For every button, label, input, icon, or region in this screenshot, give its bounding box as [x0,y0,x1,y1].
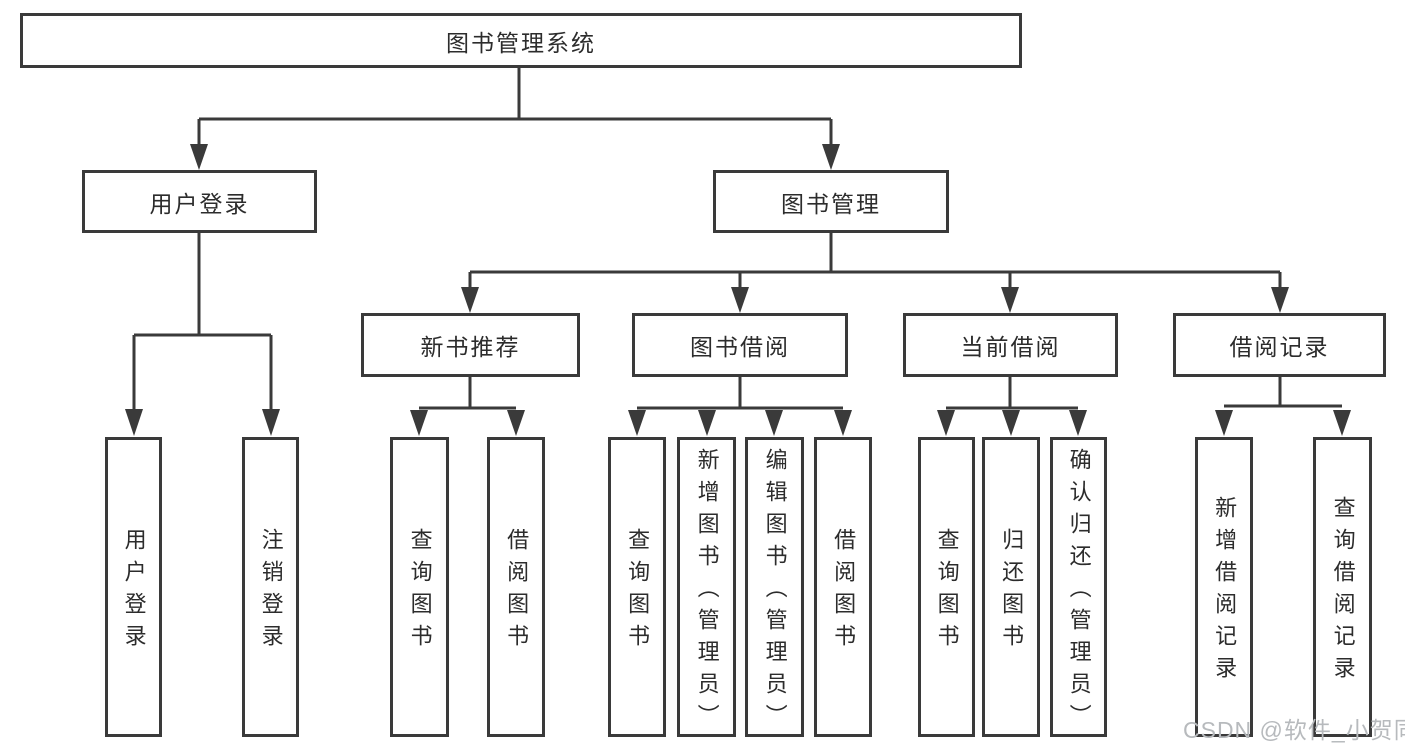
watermark: CSDN @软件_小贺同学 [1183,717,1405,743]
node-current-borrow: 当前借阅 [903,313,1118,377]
leaf-br-add-record-label: 新增借阅记录 [1212,496,1238,688]
node-book-management-label: 图书管理 [781,190,881,217]
leaf-bb-borrow-book: 借阅图书 [814,437,872,737]
leaf-cb-query-book-label: 查询图书 [934,528,960,656]
node-root-label: 图书管理系统 [446,29,596,56]
node-user-login-label: 用户登录 [149,190,250,217]
node-borrow-records: 借阅记录 [1173,313,1386,377]
connector-user-login [125,233,280,436]
leaf-cb-confirm-return-admin-label: 确认归还（管理员） [1066,448,1092,736]
leaf-bb-add-book-admin-label: 新增图书（管理员） [694,448,720,736]
node-book-borrow-label: 图书借阅 [690,334,790,360]
leaf-nbr-query-book: 查询图书 [390,437,449,737]
leaf-logout-label: 注销登录 [258,528,284,656]
connector-book-management [461,233,1289,313]
node-new-book-recommend: 新书推荐 [361,313,580,377]
node-current-borrow-label: 当前借阅 [960,334,1061,360]
leaf-bb-query-book-label: 查询图书 [625,528,651,656]
connector-borrow-records [1215,377,1351,436]
leaf-cb-return-book: 归还图书 [982,437,1040,737]
leaf-br-query-record-label: 查询借阅记录 [1330,496,1356,688]
node-user-login: 用户登录 [82,170,317,233]
connector-root [190,68,840,170]
leaf-bb-edit-book-admin-label: 编辑图书（管理员） [762,448,788,736]
leaf-nbr-query-book-label: 查询图书 [407,528,433,656]
connector-book-borrow [628,377,852,436]
node-book-borrow: 图书借阅 [632,313,848,377]
node-book-management: 图书管理 [713,170,949,233]
node-root: 图书管理系统 [20,13,1022,68]
connector-current-borrow [937,377,1087,436]
node-new-book-recommend-label: 新书推荐 [420,334,521,360]
leaf-bb-edit-book-admin: 编辑图书（管理员） [745,437,804,737]
leaf-cb-return-book-label: 归还图书 [999,528,1025,656]
leaf-nbr-borrow-book-label: 借阅图书 [504,528,530,656]
leaf-user-login: 用户登录 [105,437,162,737]
connector-new-book-recommend [410,377,525,436]
leaf-user-login-label: 用户登录 [121,528,147,656]
leaf-bb-borrow-book-label: 借阅图书 [831,528,857,656]
leaf-br-add-record: 新增借阅记录 [1195,437,1253,737]
leaf-cb-confirm-return-admin: 确认归还（管理员） [1050,437,1107,737]
node-borrow-records-label: 借阅记录 [1229,334,1330,360]
leaf-bb-query-book: 查询图书 [608,437,666,737]
leaf-br-query-record: 查询借阅记录 [1313,437,1372,737]
leaf-bb-add-book-admin: 新增图书（管理员） [677,437,736,737]
leaf-nbr-borrow-book: 借阅图书 [487,437,545,737]
leaf-cb-query-book: 查询图书 [918,437,975,737]
leaf-logout: 注销登录 [242,437,299,737]
